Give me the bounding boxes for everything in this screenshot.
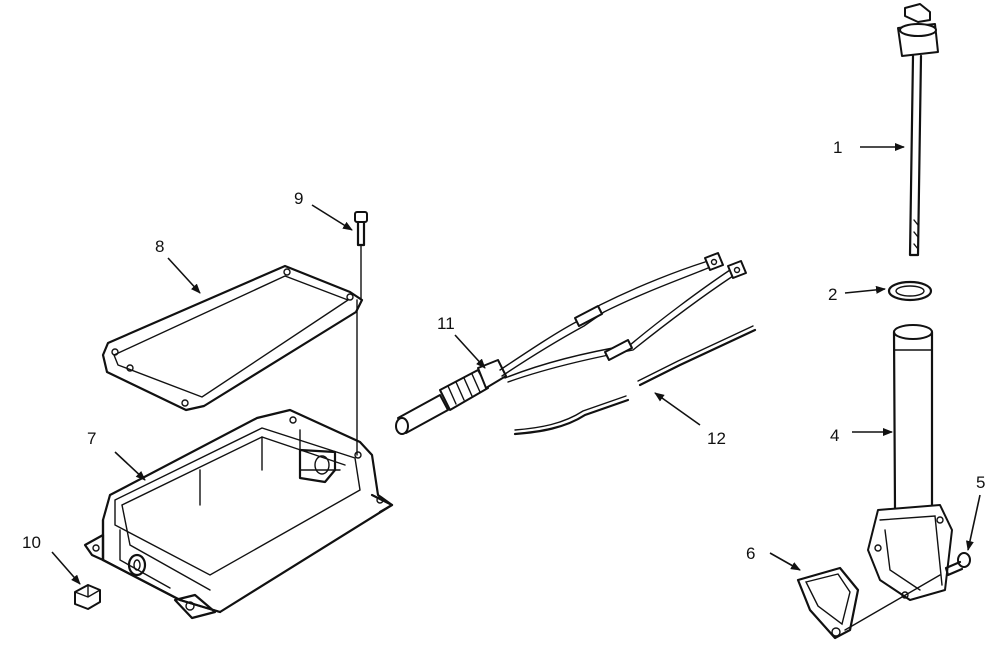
wire-harness-part-11: [395, 252, 747, 435]
arrow-10: [51, 551, 81, 585]
bolt-part-9: [354, 211, 368, 456]
arrow-7: [114, 451, 146, 481]
arrow-8: [167, 257, 201, 294]
callout-9: 9: [294, 189, 303, 208]
arrow-9: [311, 204, 353, 231]
callout-8: 8: [155, 237, 164, 256]
arrow-11: [454, 334, 486, 369]
callout-1: 1: [833, 138, 842, 157]
tube-part-4: [844, 324, 953, 631]
housing-part-7: [83, 408, 394, 620]
arrow-5: [966, 494, 981, 551]
arrow-6: [769, 552, 801, 571]
callout-labels: 1 2 4 5 6 7 8 9 10 11 12: [22, 138, 985, 563]
callout-4: 4: [830, 426, 839, 445]
cover-gasket-part-6: [796, 566, 860, 640]
callout-10: 10: [22, 533, 41, 552]
sleeving-part-12: [513, 325, 757, 436]
callout-11: 11: [437, 314, 455, 333]
callout-6: 6: [746, 544, 755, 563]
plug-part-10: [74, 584, 101, 610]
callout-arrows: [51, 143, 981, 585]
callout-5: 5: [976, 473, 985, 492]
o-ring-part-2: [887, 280, 933, 302]
gasket-part-8: [101, 264, 364, 412]
arrow-2: [844, 285, 886, 294]
screw-part-5: [944, 552, 971, 577]
arrow-12: [654, 392, 701, 426]
callout-2: 2: [828, 285, 837, 304]
callout-12: 12: [707, 429, 726, 448]
dipstick-part-1: [897, 3, 939, 257]
callout-7: 7: [87, 429, 96, 448]
